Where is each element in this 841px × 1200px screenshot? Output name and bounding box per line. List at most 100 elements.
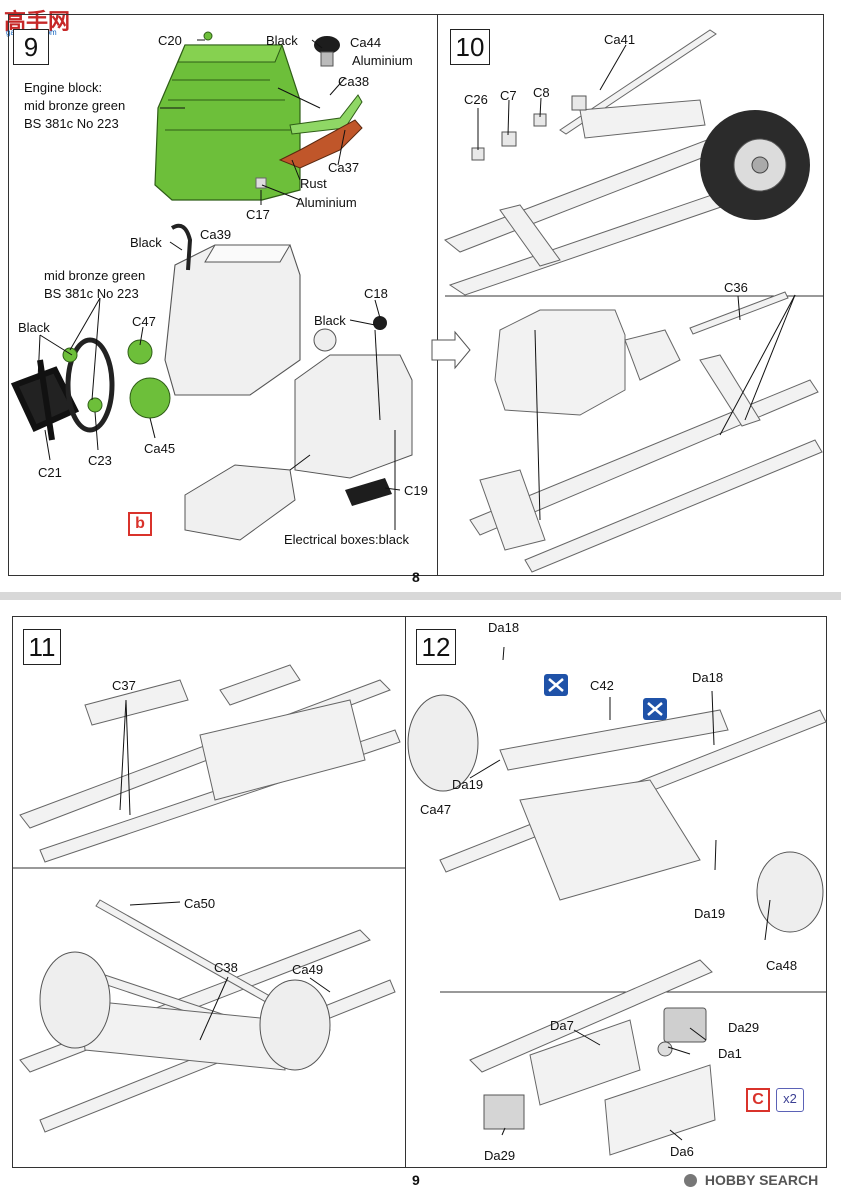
c21-fan bbox=[10, 359, 80, 441]
leader-line bbox=[91, 297, 101, 401]
engine-grey-2 bbox=[294, 354, 413, 479]
label-ca49: Ca49 bbox=[292, 962, 324, 977]
leader-line bbox=[469, 759, 501, 779]
page-gap bbox=[0, 592, 841, 600]
gearbox-installed bbox=[624, 329, 681, 381]
chassis-crossmember bbox=[499, 204, 561, 267]
leader-line bbox=[384, 487, 401, 491]
chassis-rail bbox=[469, 379, 819, 536]
air-filter bbox=[313, 328, 337, 352]
c23-belt bbox=[65, 337, 115, 433]
wheel-hub bbox=[751, 156, 769, 174]
label-ca50: Ca50 bbox=[184, 896, 216, 911]
label-c17: C17 bbox=[246, 207, 270, 222]
label-c38: C38 bbox=[214, 960, 238, 975]
front-axle-12 bbox=[499, 709, 729, 771]
label-rust: Rust bbox=[300, 176, 327, 191]
label-ca47: Ca47 bbox=[420, 802, 452, 817]
leader-line bbox=[374, 299, 381, 319]
label-c21: C21 bbox=[38, 465, 62, 480]
label-engine-block-2: mid bronze green bbox=[24, 98, 126, 113]
bracket-part bbox=[571, 95, 587, 111]
front-drum bbox=[259, 979, 331, 1071]
page-9: 11 12 bbox=[0, 600, 841, 1200]
leader-line bbox=[573, 1029, 601, 1046]
reference-b-badge: b bbox=[128, 512, 152, 536]
ca38-manifold bbox=[289, 94, 363, 135]
label-da7: Da7 bbox=[550, 1018, 574, 1033]
chassis-crossmember bbox=[479, 469, 546, 551]
axle-housing bbox=[579, 99, 706, 139]
leader-line bbox=[289, 454, 311, 471]
ca47-brake-drum bbox=[407, 694, 479, 792]
leader-line bbox=[711, 690, 715, 746]
c17-plug bbox=[255, 177, 267, 189]
leader-line bbox=[539, 97, 542, 118]
label-black: Black bbox=[314, 313, 346, 328]
leader-line bbox=[349, 319, 376, 326]
leader-line bbox=[719, 294, 796, 436]
label-c20: C20 bbox=[158, 33, 182, 48]
label-c7: C7 bbox=[500, 88, 517, 103]
leader-line bbox=[94, 411, 99, 451]
da1-cap bbox=[657, 1041, 673, 1057]
label-black: Black bbox=[266, 33, 298, 48]
page-number-8: 8 bbox=[412, 569, 420, 585]
label-electrical-boxes: Electrical boxes:black bbox=[284, 532, 409, 547]
da6-tank bbox=[604, 1064, 716, 1156]
page-8: 高手网 gao-shou.com 9 bbox=[0, 0, 841, 592]
label-da29: Da29 bbox=[484, 1148, 516, 1163]
label-da19: Da19 bbox=[694, 906, 726, 921]
label-black: Black bbox=[130, 235, 162, 250]
leader-line bbox=[764, 899, 771, 941]
da29-plate bbox=[483, 1094, 525, 1130]
brand-name: HOBBY SEARCH bbox=[704, 1172, 819, 1188]
label-c36: C36 bbox=[724, 280, 748, 295]
leader-line bbox=[129, 901, 181, 906]
step-9-illustration bbox=[10, 31, 413, 541]
gearbox bbox=[184, 464, 296, 541]
da7-step bbox=[529, 1019, 641, 1106]
label-ca48: Ca48 bbox=[766, 958, 798, 973]
leader-line bbox=[714, 839, 717, 871]
leader-line bbox=[667, 1046, 691, 1055]
front-drum bbox=[39, 951, 111, 1049]
c42-spring bbox=[469, 959, 713, 1073]
step-10-illustration bbox=[431, 29, 824, 573]
label-ca45: Ca45 bbox=[144, 441, 176, 456]
leader-line bbox=[501, 1127, 506, 1136]
label-c23: C23 bbox=[88, 453, 112, 468]
leader-line bbox=[169, 241, 183, 251]
quantity-badge: x2 bbox=[776, 1088, 804, 1112]
label-da1: Da1 bbox=[718, 1046, 742, 1061]
step-10-panel: 10 bbox=[437, 14, 824, 576]
c37-muffler bbox=[84, 679, 189, 726]
leader-line bbox=[199, 976, 229, 1041]
leader-line bbox=[329, 77, 346, 96]
leader-line bbox=[744, 294, 796, 421]
leader-line bbox=[44, 429, 51, 461]
label-c26: C26 bbox=[464, 92, 488, 107]
c7-part bbox=[501, 131, 517, 147]
label-da6: Da6 bbox=[670, 1144, 694, 1159]
page-number-9: 9 bbox=[412, 1172, 420, 1188]
label-mbg-2: BS 381c No 223 bbox=[44, 286, 139, 301]
cut-marker-icon bbox=[647, 702, 663, 716]
leader-line bbox=[599, 44, 627, 91]
label-da19: Da19 bbox=[452, 777, 484, 792]
label-c37: C37 bbox=[112, 678, 136, 693]
c47-pulley bbox=[127, 339, 153, 365]
leader-line bbox=[507, 99, 510, 136]
rear-axle bbox=[199, 699, 366, 801]
leader-line bbox=[39, 334, 73, 356]
da29-plate bbox=[663, 1007, 707, 1043]
engine-front bbox=[519, 779, 701, 901]
leader-line bbox=[125, 699, 131, 816]
leader-line bbox=[119, 699, 127, 811]
page-9-illustrations bbox=[12, 646, 827, 1156]
label-da18: Da18 bbox=[692, 670, 724, 685]
leader-line bbox=[291, 159, 301, 181]
leader-line bbox=[37, 334, 41, 381]
engine-grey-top bbox=[204, 244, 291, 263]
flow-arrow bbox=[431, 330, 471, 370]
